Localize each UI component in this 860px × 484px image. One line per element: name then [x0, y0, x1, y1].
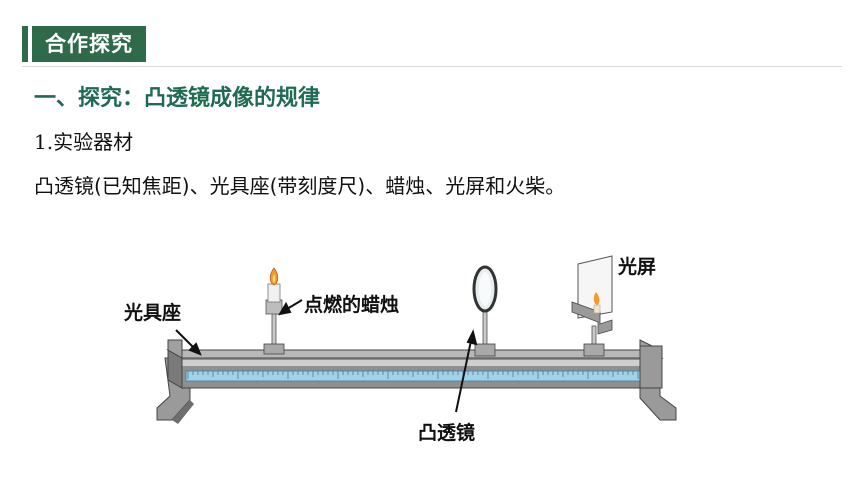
materials-text: 凸透镜(已知焦距)、光具座(带刻度尺)、蜡烛、光屏和火柴。: [34, 174, 566, 198]
candle: [263, 267, 285, 355]
section-tag: 合作探究: [32, 26, 146, 62]
label-convex-lens: 凸透镜: [418, 422, 476, 444]
label-optical-bench: 光具座: [124, 302, 182, 324]
label-pointers: [175, 299, 478, 413]
divider: [22, 66, 842, 67]
subheading: 1.实验器材: [34, 126, 133, 155]
convex-lens: [472, 265, 498, 357]
scale-ruler: [185, 370, 647, 382]
section-tag-accent: [22, 26, 28, 62]
label-lit-candle: 点燃的蜡烛: [304, 294, 400, 316]
bench-rail: [166, 339, 664, 389]
light-screen: [571, 255, 613, 357]
subheading-text: 实验器材: [53, 130, 134, 154]
label-light-screen: 光屏: [618, 256, 657, 278]
section-heading: 一、探究：凸透镜成像的规律: [34, 86, 321, 111]
subheading-number: 1.: [34, 130, 54, 154]
